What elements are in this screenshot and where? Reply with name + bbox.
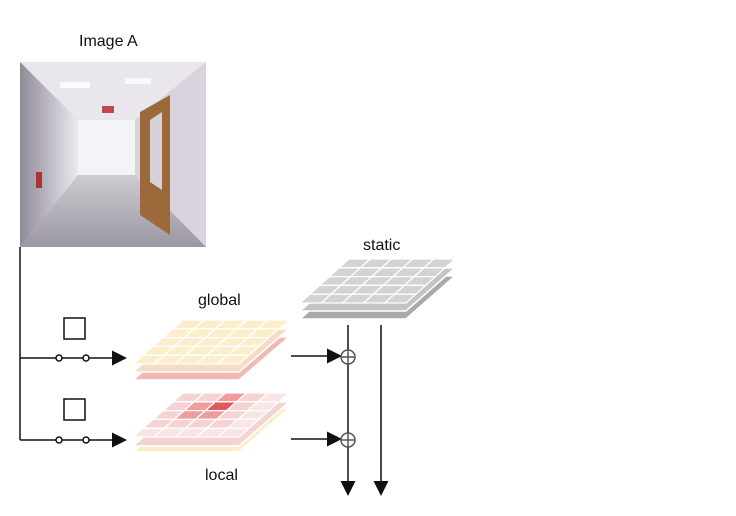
global-label: global [198, 292, 241, 309]
local-label: local [205, 467, 238, 484]
toggle-box-local[interactable] [63, 398, 86, 421]
static-map-stack [298, 258, 457, 320]
static-label: static [363, 237, 401, 254]
image-title: Image A [79, 33, 138, 50]
adder-global [340, 349, 356, 365]
grid-cell [383, 293, 418, 304]
switch-global [20, 317, 127, 366]
switch-local [20, 398, 127, 448]
global-map-stack [130, 319, 292, 381]
hallway-photo [20, 62, 206, 247]
grid-cell [216, 427, 251, 438]
adder-local [340, 432, 356, 448]
local-map-stack [131, 392, 291, 453]
toggle-box-global[interactable] [63, 317, 86, 340]
grid-cell [216, 354, 251, 365]
